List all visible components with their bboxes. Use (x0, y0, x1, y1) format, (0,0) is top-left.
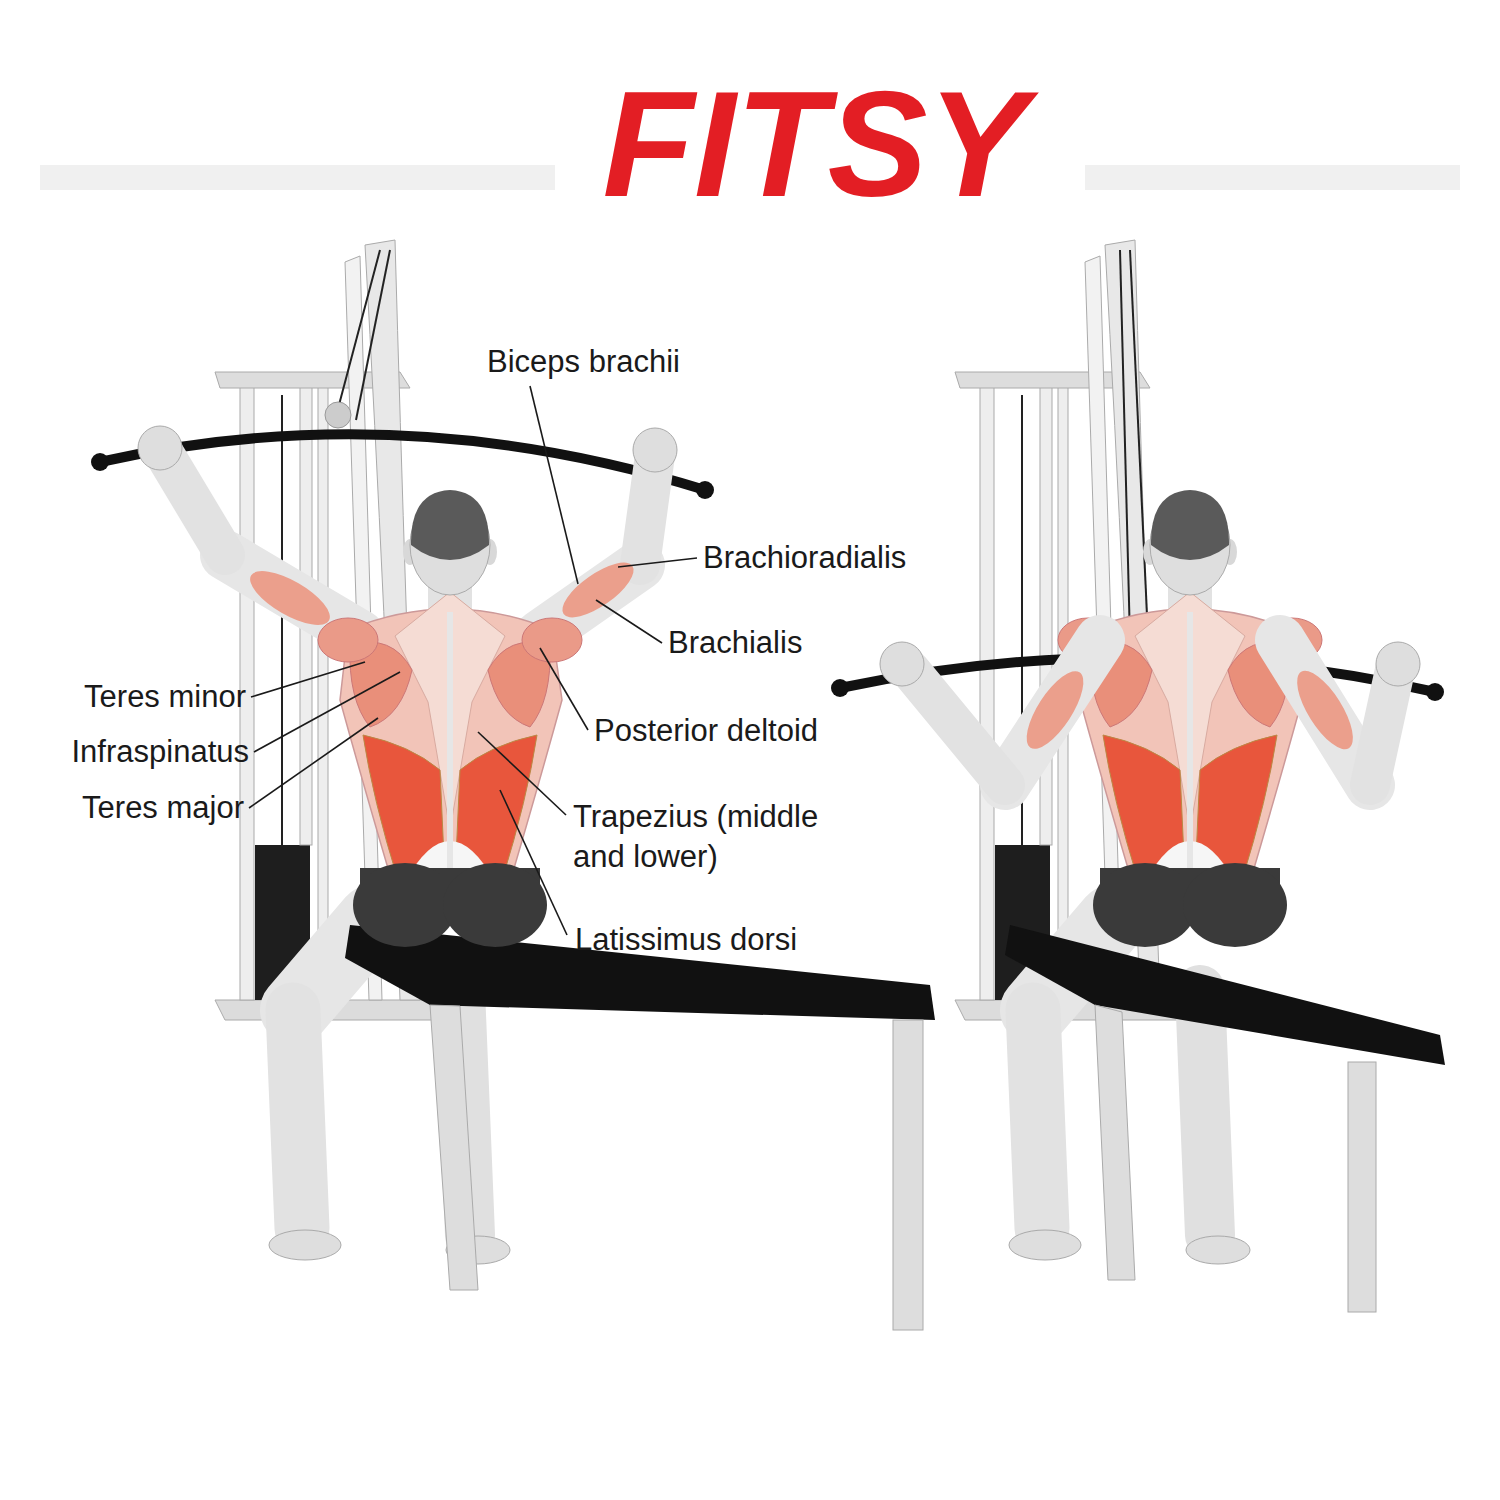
bench-leg (430, 1005, 478, 1290)
muscle-label: Brachialis (668, 625, 802, 661)
muscle-label: Posterior deltoid (594, 713, 818, 749)
machine-cable (1120, 250, 1130, 640)
brand-logo: FITSY (560, 69, 1070, 219)
bar-end (696, 481, 714, 499)
muscle-label: Teres major (82, 790, 244, 826)
bar-end (91, 453, 109, 471)
machine-pulley (325, 402, 351, 428)
bar-end (831, 679, 849, 697)
machine-cable (1130, 250, 1148, 636)
bench-leg (1348, 1062, 1376, 1312)
athlete-back (318, 490, 582, 947)
muscle-label: Latissimus dorsi (575, 922, 797, 958)
leader-line (540, 648, 588, 730)
leader-line (251, 662, 365, 697)
muscle-label: Infraspinatus (72, 734, 250, 770)
leader-line (249, 718, 378, 808)
muscle-label: Teres minor (84, 679, 246, 715)
athlete-back (1058, 490, 1322, 947)
leader-line (254, 672, 400, 752)
bench-leg (1095, 1005, 1135, 1280)
athlete-arms (138, 426, 677, 635)
leader-line (500, 790, 567, 935)
leader-line (618, 558, 697, 567)
header-band (1085, 165, 1460, 190)
leader-line (530, 386, 578, 584)
machine-cable (356, 250, 390, 420)
header-band (40, 165, 555, 190)
athlete-arms (880, 640, 1420, 785)
bench-leg (893, 1020, 923, 1330)
leader-line (478, 732, 566, 815)
leader-line (596, 600, 662, 643)
muscle-label: Trapezius (middle and lower) (573, 797, 841, 877)
muscle-label: Biceps brachii (487, 344, 680, 380)
muscle-label: Brachioradialis (703, 540, 906, 576)
bar-end (1426, 683, 1444, 701)
